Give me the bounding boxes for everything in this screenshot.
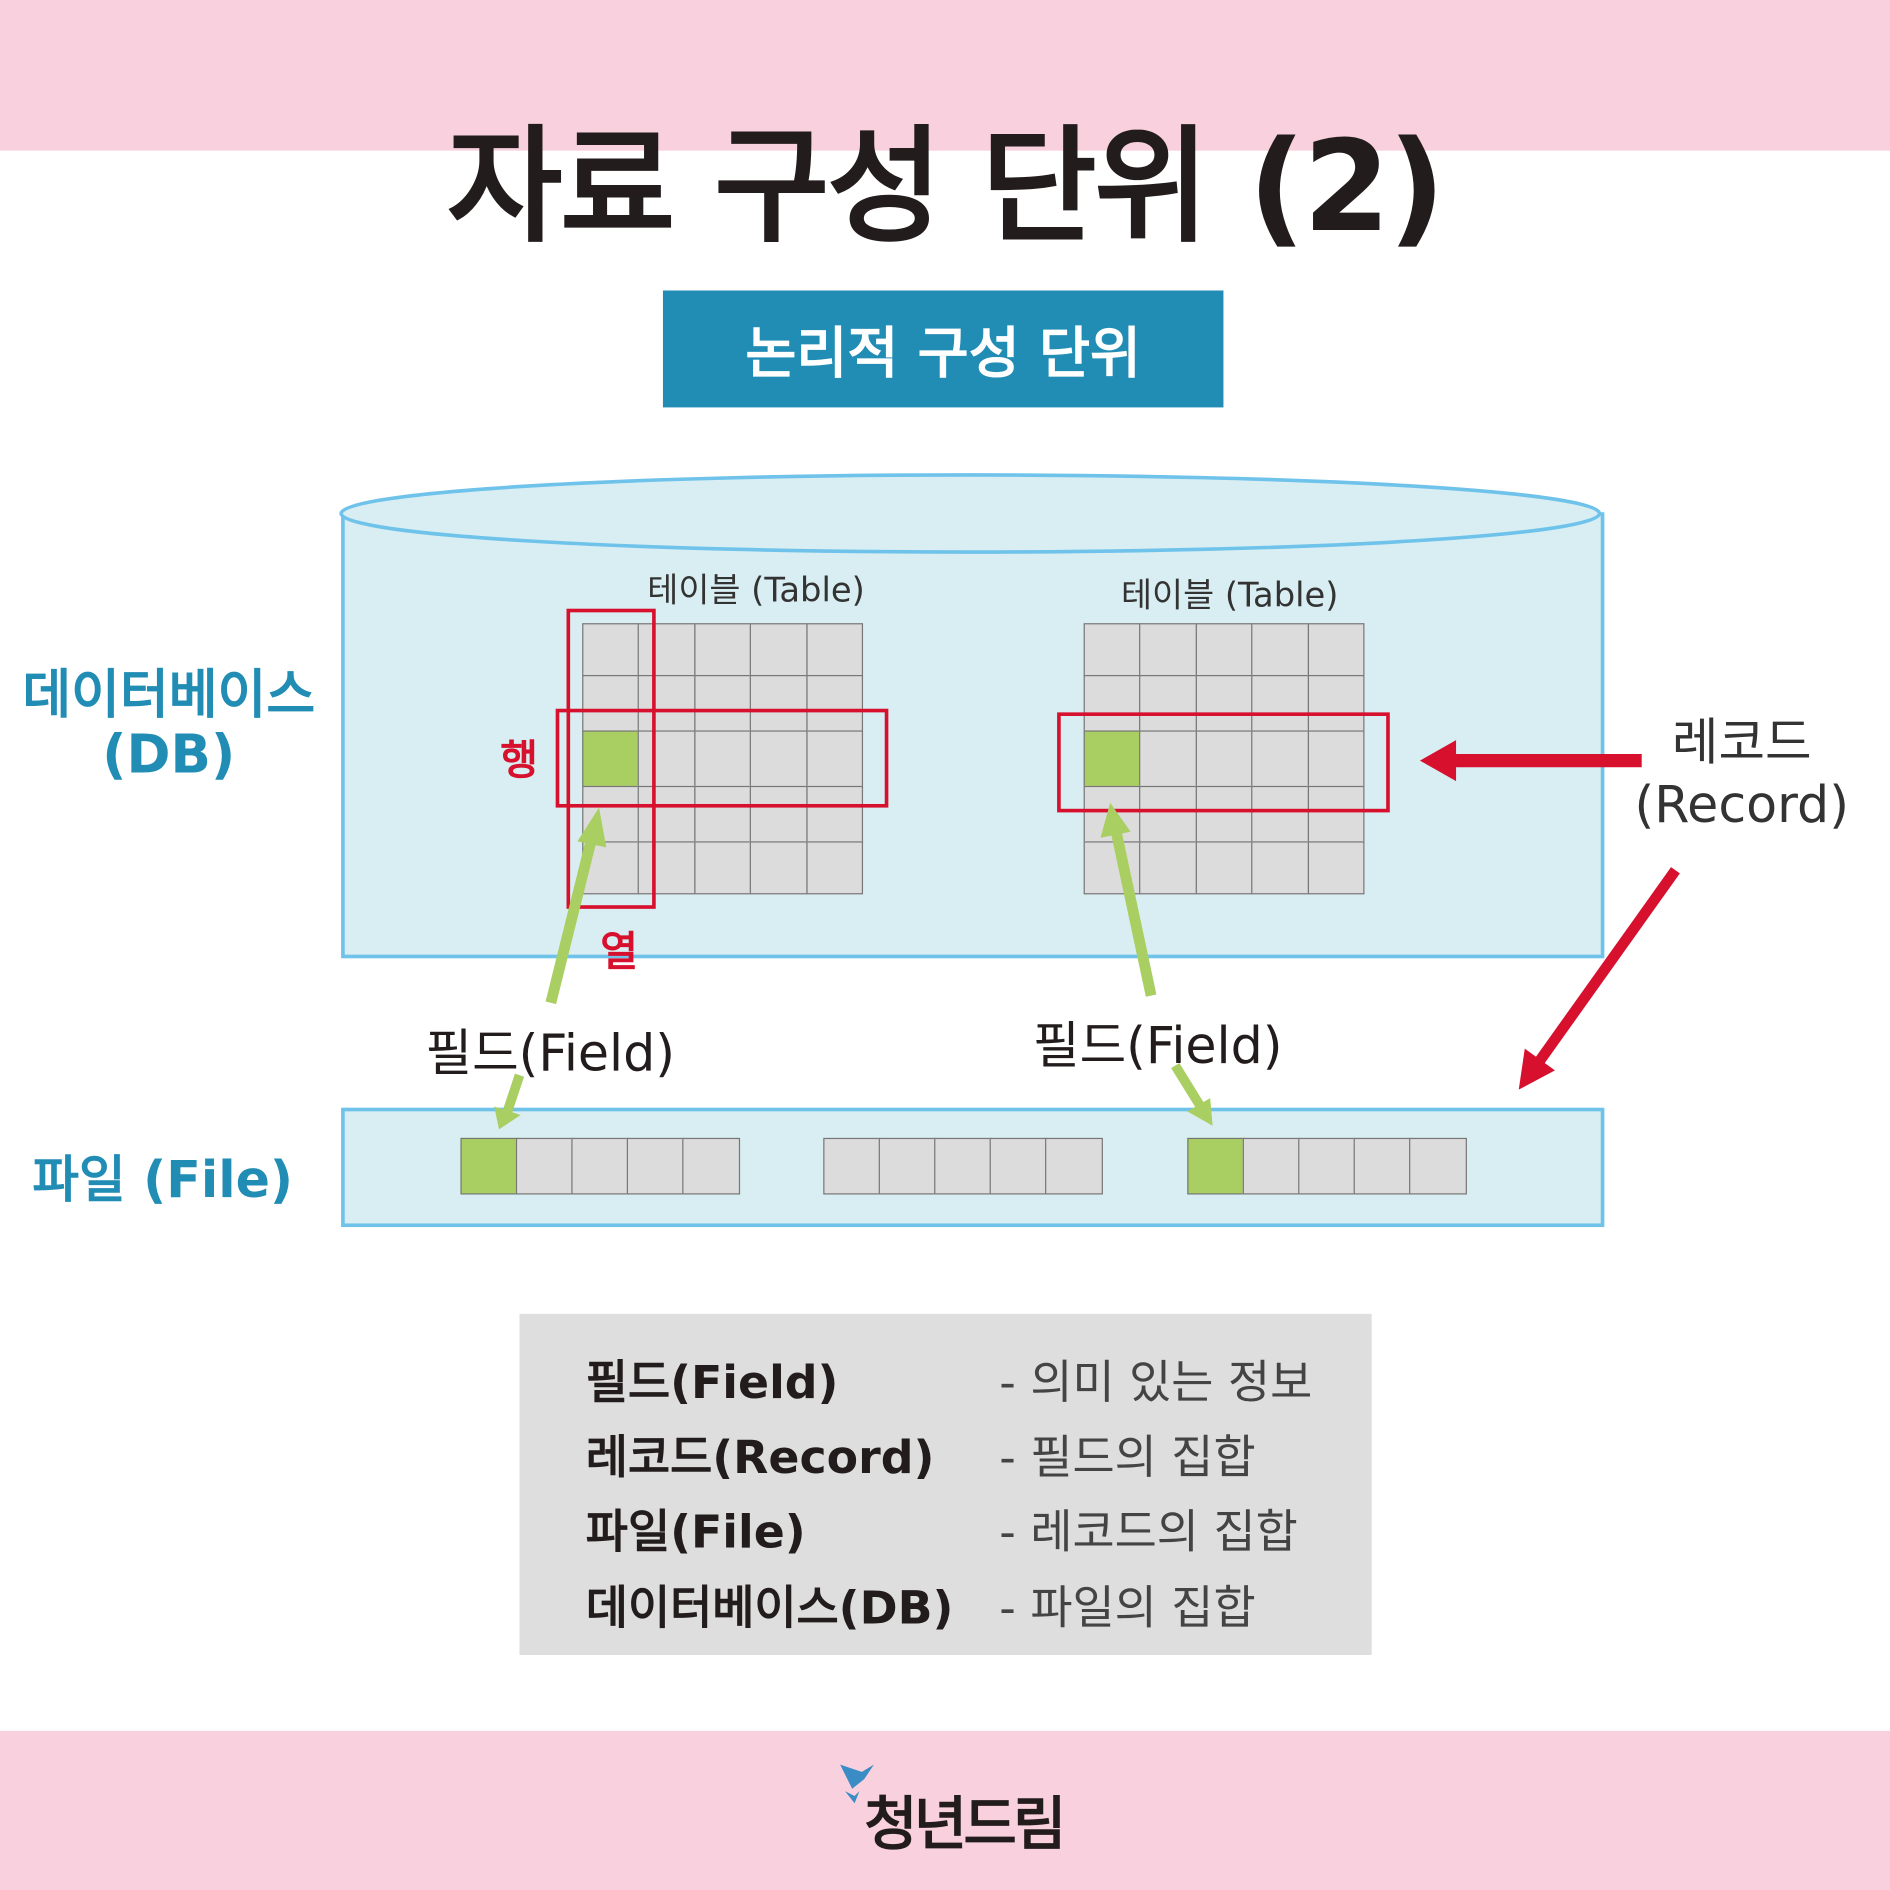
bottom-band [0, 1730, 1890, 1890]
row-label: 행 [500, 736, 538, 785]
legend-term: 레코드(Record) [585, 1430, 935, 1484]
file-record-3-field [1353, 1137, 1411, 1195]
table2-cell [1307, 841, 1366, 894]
file-record-3-field [1298, 1137, 1356, 1195]
legend-box: 필드(Field) - 의미 있는 정보 레코드(Record) - 필드의 집… [519, 1313, 1372, 1655]
field-label-1: 필드(Field) [425, 1023, 676, 1083]
table2-cell [1251, 623, 1310, 677]
file-record-3-field [1242, 1137, 1300, 1195]
table1-cell [749, 623, 808, 677]
table2-cell [1195, 623, 1254, 677]
table1-cell [805, 841, 864, 894]
table2-cell [1195, 675, 1254, 733]
cylinder-top [339, 473, 1602, 554]
file-label: 파일 (File) [32, 1149, 294, 1209]
record-label: 레코드 (Record) [1633, 711, 1850, 836]
row-highlight [555, 708, 889, 808]
legend-desc: - 의미 있는 정보 [999, 1356, 1313, 1410]
table2-cell [1307, 675, 1366, 733]
table1-cell [749, 841, 808, 894]
legend-term: 데이터베이스(DB) [585, 1581, 954, 1635]
field-label-2: 필드(Field) [1032, 1016, 1283, 1076]
table2-cell [1139, 623, 1198, 677]
table2-cell [1083, 623, 1142, 677]
table1-cell [694, 841, 752, 894]
table1-label: 테이블 (Table) [647, 570, 865, 610]
legend-desc: - 레코드의 집합 [999, 1505, 1298, 1559]
bird-icon [840, 1764, 874, 1804]
legend-term: 필드(Field) [585, 1356, 839, 1410]
record-label-text: 레코드 [1671, 712, 1812, 772]
logo-text: 청년드림 [864, 1791, 1066, 1859]
record-highlight [1057, 712, 1390, 813]
file-record-1-field [682, 1137, 740, 1195]
subtitle-banner: 논리적 구성 단위 [662, 290, 1224, 408]
table1-cell [805, 623, 864, 677]
file-record-2-field [1045, 1137, 1103, 1195]
file-record-1-field [515, 1137, 574, 1195]
table1-cell [749, 675, 808, 733]
database-label-text: 데이터베이스 [22, 664, 316, 726]
table1-cell [694, 675, 752, 733]
table1-cell [694, 730, 752, 788]
legend-desc: - 필드의 집합 [999, 1430, 1256, 1484]
table1-cell [694, 623, 752, 677]
file-record-1-field [571, 1137, 629, 1195]
page-title: 자료 구성 단위 (2) [447, 113, 1445, 261]
table1-cell [805, 675, 864, 733]
column-highlight [566, 608, 656, 909]
table2-cell [1083, 730, 1142, 788]
table2-label: 테이블 (Table) [1120, 574, 1339, 615]
table2-cell [1307, 785, 1366, 844]
table2-cell [1251, 730, 1310, 788]
file-record-2-field [823, 1137, 881, 1195]
legend-desc: - 파일의 집합 [999, 1581, 1256, 1635]
file-record-1-field [460, 1137, 518, 1195]
file-record-1-field [626, 1137, 685, 1195]
database-abbr-text: (DB) [102, 724, 236, 786]
file-record-3-field [1187, 1137, 1245, 1195]
table2-cell [1307, 730, 1366, 788]
column-label: 열 [600, 928, 638, 977]
top-band [0, 0, 1890, 151]
record-label-en: (Record) [1634, 775, 1849, 835]
table1-cell [638, 730, 696, 788]
table1-cell [805, 730, 864, 788]
file-record-2-field [934, 1137, 992, 1195]
file-record-2-field [989, 1137, 1047, 1195]
table2-cell [1307, 623, 1366, 677]
legend-term: 파일(File) [585, 1505, 806, 1559]
file-record-3-field [1409, 1137, 1467, 1195]
table2-cell [1139, 841, 1198, 894]
table2-cell [1251, 841, 1310, 894]
database-label: 데이터베이스 (DB) [18, 665, 319, 786]
table2-cell [1195, 841, 1254, 894]
table1-cell [638, 675, 696, 733]
table2-cell [1083, 841, 1142, 894]
file-record-2-field [878, 1137, 936, 1195]
